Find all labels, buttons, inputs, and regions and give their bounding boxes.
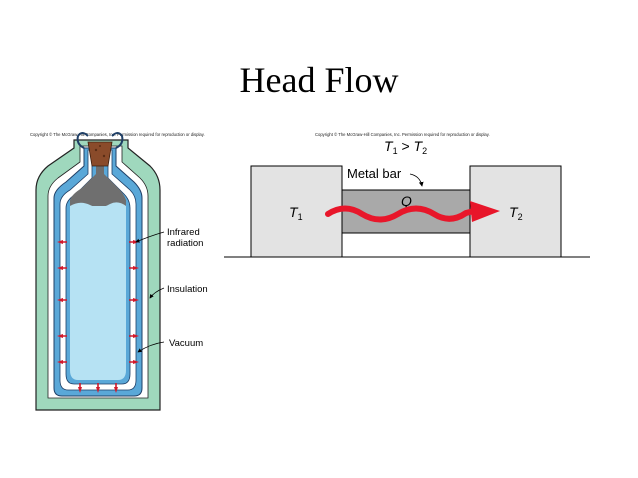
t2-label: T2 [509,204,523,222]
vacuum-leader-line [137,341,165,353]
t1-label: T1 [289,204,303,222]
infrared-label-line2: radiation [167,238,203,249]
heat-q-label: Q [401,193,412,209]
thermos-air-space [70,164,126,206]
copyright-right: Copyright © The McGraw-Hill Companies, I… [315,132,490,137]
infrared-label-line1: Infrared [167,227,200,238]
infrared-arrows-left [57,240,67,365]
metal-bar-label: Metal bar [347,166,402,181]
infrared-leader-line [135,231,165,243]
heat-flow-arrowhead [470,201,500,222]
thermos-neck-rim-left [76,132,89,149]
infrared-arrows-bottom [78,383,118,393]
thermos-neck-rim-right [111,132,124,149]
insulation-leader-line [149,287,165,299]
heat-flow-arrow [325,205,477,223]
metal-bar-pointer [409,173,424,187]
thermos-cork [87,141,113,167]
cold-block [469,165,562,258]
vacuum-label: Vacuum [169,338,203,349]
slide-title: Head Flow [239,60,399,100]
thermos-liquid [70,206,126,380]
condition-label: T1 > T2 [384,138,427,156]
copyright-left: Copyright © The McGraw-Hill Companies, I… [30,132,205,137]
insulation-label: Insulation [167,284,208,295]
thermos-flask: Infrared radiation Insulation Vacuum [35,132,208,411]
infrared-arrows-right [129,240,139,365]
metal-bar-diagram: T1 > T2 Metal bar Q T1 T2 [224,138,590,258]
